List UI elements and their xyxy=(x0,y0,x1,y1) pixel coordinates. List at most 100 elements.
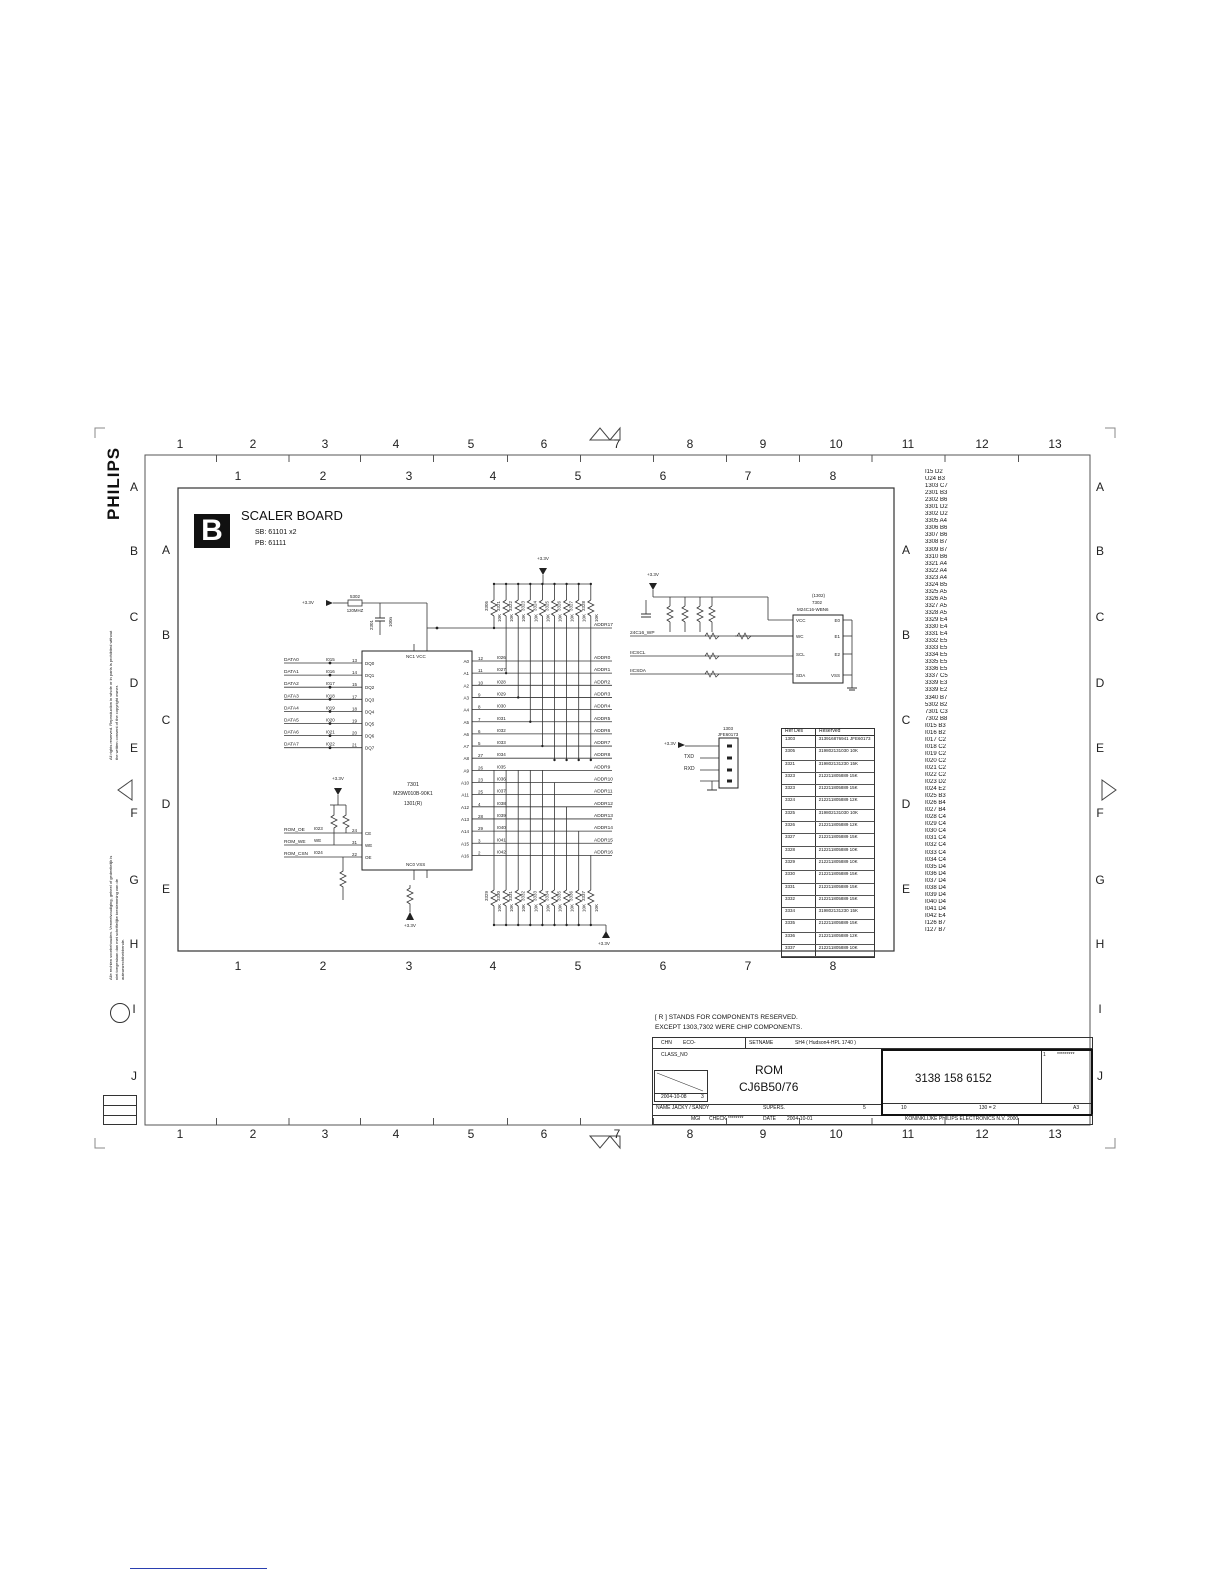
ref-table-header-cell: Reserved xyxy=(819,728,841,734)
resistor-ref: 3324 xyxy=(532,600,537,611)
resistor-value: 10K xyxy=(582,614,587,622)
resistor-ref: 3333 xyxy=(532,890,537,901)
resistor-icon xyxy=(550,889,559,907)
junction-dot xyxy=(492,626,496,630)
addr-net-label: ADDR0 xyxy=(594,655,611,661)
junction-dot xyxy=(565,923,568,927)
ref-table-cell: 3337 xyxy=(782,945,816,957)
connector-pin-icon xyxy=(727,756,732,760)
eeprom-net-label: IICSCL xyxy=(630,650,646,656)
addr-net-label: ADDR3 xyxy=(594,691,611,697)
resistor-icon xyxy=(550,599,559,617)
data-net-label: DATA1 xyxy=(284,669,299,675)
rom-pin-label: DQ5 xyxy=(365,722,375,727)
ref-table-cell: 3330 xyxy=(782,871,816,883)
rom-addr-pin-label: A7 xyxy=(463,744,469,749)
addr-net-id: I033 xyxy=(497,740,506,745)
resistor-value: 10K xyxy=(570,614,575,622)
rom-addr-pin-num: 11 xyxy=(478,668,483,673)
location-index-item: 3333 E5 xyxy=(925,645,948,652)
ref-table-cell: 319802131030 10K xyxy=(818,748,858,754)
grid-col-top: 4 xyxy=(393,437,400,451)
location-index-item: I027 B4 xyxy=(925,807,946,814)
rom-addr-pin-num: 26 xyxy=(478,765,484,770)
data-net-label: DATA2 xyxy=(284,681,299,687)
location-index-item: I040 D4 xyxy=(925,898,947,905)
ctrl-net-label: ROM_OE xyxy=(284,827,305,833)
junction-dot xyxy=(328,673,332,677)
connector-ref: 1303 xyxy=(723,726,734,731)
supply-label: +3.3V xyxy=(302,600,314,605)
board-sb: SB: 61101 x2 xyxy=(255,529,297,536)
ferrite-bead-icon xyxy=(347,599,363,607)
location-index-item: I127 B7 xyxy=(925,927,946,934)
location-index-item: 3325 A5 xyxy=(925,588,948,595)
junction-dot xyxy=(492,582,496,586)
supply-label: +3.3V xyxy=(664,741,676,746)
eeprom-pin-label: VSS xyxy=(831,673,840,678)
grid-col-bottom: 11 xyxy=(902,1127,915,1141)
grid-row-right: I xyxy=(1098,1002,1101,1016)
ctrl-net-id: I024 xyxy=(314,850,323,855)
eeprom-pin-label: E1 xyxy=(834,634,840,639)
rom-pin-label: DQ1 xyxy=(365,673,375,678)
ref-table-cell: 212211805889 12K xyxy=(818,797,858,803)
data-net-label: DATA6 xyxy=(284,730,299,736)
rom-addr-pin-label: A16 xyxy=(461,853,470,858)
notes: [ R ] STANDS FOR COMPONENTS RESERVED. EX… xyxy=(655,1013,802,1033)
rom-addr-pin-num: 12 xyxy=(478,656,484,661)
rom-chip-7301 xyxy=(361,650,473,871)
eeprom-part: M24C16-WBN6 xyxy=(797,607,829,612)
note-line-2: EXCEPT 1303,7302 WERE CHIP COMPONENTS. xyxy=(655,1024,803,1031)
class-label: CLASS_NO xyxy=(661,1052,688,1058)
addr-net-id: I027 xyxy=(497,667,506,672)
resistor-ref: 3334 xyxy=(545,890,550,901)
eeprom-chip-7302 xyxy=(792,614,844,684)
ten: 10 xyxy=(901,1105,907,1111)
junction-dot xyxy=(577,923,580,927)
rom-pin-label: DQ0 xyxy=(365,661,375,666)
resistor-value: 10K xyxy=(545,614,550,622)
ref-table-cell: 212211805889 15K xyxy=(818,785,858,791)
rom-addr-pin-num: 5 xyxy=(478,741,481,746)
resistor-value: 10K xyxy=(594,614,599,622)
rom-ctrl-pin-num: 24 xyxy=(352,828,358,833)
eeprom-pin-label: VCC xyxy=(796,618,806,623)
stars: ********* xyxy=(1057,1052,1075,1058)
rom-addr-pin-label: A6 xyxy=(463,732,469,737)
resistor-ref: 3335 xyxy=(557,890,562,901)
addr17-hidden: ADDR17 xyxy=(430,624,431,625)
location-index-item: 3332 E5 xyxy=(925,638,948,645)
resistor-value: 10K xyxy=(533,904,538,912)
grid-row-right: C xyxy=(1096,610,1105,624)
addr-net-label: ADDR12 xyxy=(594,801,613,807)
grid-col-bottom: 2 xyxy=(250,1127,257,1141)
location-index-item: I018 C2 xyxy=(925,743,947,750)
rom-ctrl-pin-label: WE xyxy=(365,843,372,848)
resistor-ref: 3305 xyxy=(484,600,489,611)
location-index-item: 7301 C3 xyxy=(925,708,948,715)
rom-addr-pin-num: 3 xyxy=(478,838,481,843)
rom-pin-num: 14 xyxy=(352,670,358,675)
grid-col-bottom: 4 xyxy=(393,1127,400,1141)
resistor-icon xyxy=(514,889,523,907)
sheet-stamp-box xyxy=(103,1095,137,1125)
setname-label: SETNAME xyxy=(749,1040,774,1046)
rom-pin-label: DQ7 xyxy=(365,746,375,751)
grid-col-bottom: 1 xyxy=(177,1127,184,1141)
grid-col-top: 7 xyxy=(614,437,621,451)
rom-pin-num: 20 xyxy=(352,731,358,736)
ref-table-cell: 212211805889 10K xyxy=(818,945,858,951)
data-net-label: DATA4 xyxy=(284,705,299,711)
copyright-note-nl: Alle rechten voorbehouden. Verveelvoudig… xyxy=(108,855,125,980)
resistor-icon xyxy=(704,652,720,660)
supers: SUPERS. xyxy=(763,1105,785,1111)
